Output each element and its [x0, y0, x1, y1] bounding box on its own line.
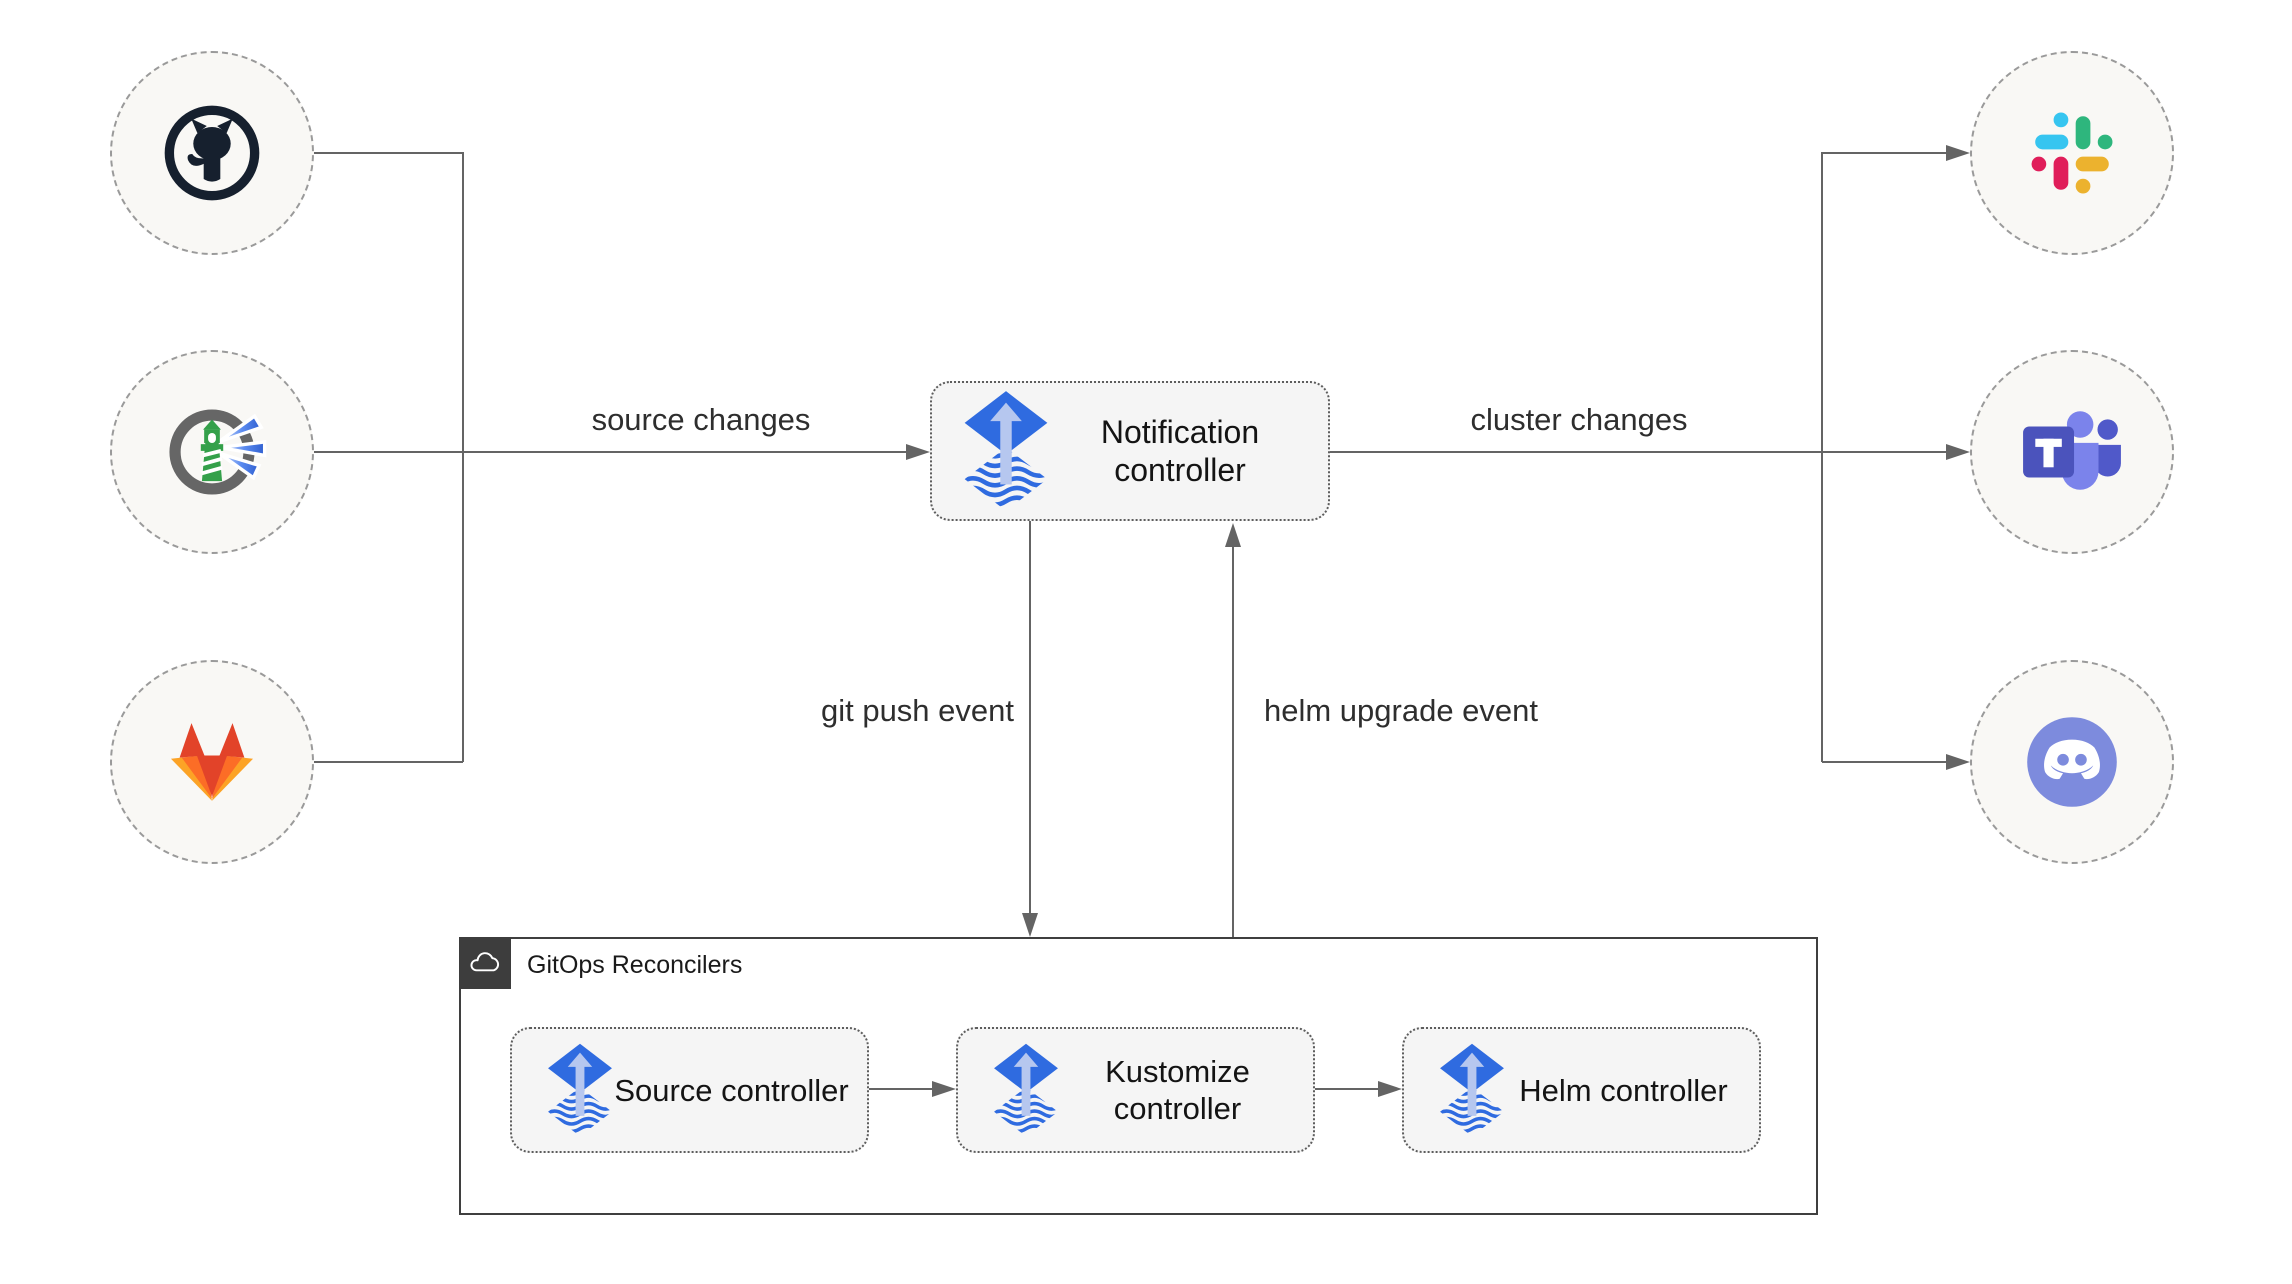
edge-source-to-kustomize — [869, 1088, 932, 1090]
helm-controller-label: Helm controller — [1519, 1072, 1728, 1108]
slack-icon — [2026, 107, 2118, 199]
edge-github-to-junction — [314, 152, 463, 154]
arrowhead-into-kustomize — [932, 1081, 956, 1097]
edge-notification-to-junction — [1330, 451, 1822, 453]
discord-node — [1970, 660, 2174, 864]
gitlab-node — [110, 660, 314, 864]
edge-sources-to-notification — [314, 451, 906, 453]
arrowhead-into-slack — [1946, 145, 1970, 161]
edge-to-teams — [1822, 451, 1946, 453]
flux-icon — [962, 391, 1050, 511]
notification-controller-label: Notification controller — [1100, 414, 1260, 488]
kustomize-controller-box: Kustomize controller — [956, 1027, 1315, 1153]
github-node — [110, 51, 314, 255]
helm-controller-box: Helm controller — [1402, 1027, 1761, 1153]
edge-helm-upgrade — [1232, 547, 1234, 937]
kustomize-controller-label: Kustomize controller — [1105, 1054, 1250, 1126]
flux-icon — [546, 1043, 614, 1137]
flux-icon — [1438, 1043, 1506, 1137]
discord-icon — [2016, 706, 2128, 818]
arrowhead-into-discord — [1946, 754, 1970, 770]
gitops-container-title: GitOps Reconcilers — [527, 951, 743, 979]
edge-left-junction — [462, 152, 464, 762]
source-controller-label: Source controller — [614, 1072, 849, 1108]
edge-gitlab-to-junction — [314, 761, 463, 763]
harbor-icon — [156, 396, 268, 508]
github-icon — [160, 101, 264, 205]
edge-to-slack — [1822, 152, 1946, 154]
teams-icon — [2019, 406, 2125, 498]
edge-git-push — [1029, 521, 1031, 913]
edge-right-junction — [1821, 152, 1823, 762]
slack-node — [1970, 51, 2174, 255]
edge-to-discord — [1822, 761, 1946, 763]
arrowhead-into-helm — [1378, 1081, 1402, 1097]
edge-kustomize-to-helm — [1315, 1088, 1378, 1090]
arrowhead-helm-upgrade-up — [1225, 523, 1241, 547]
harbor-node — [110, 350, 314, 554]
notification-controller-box: Notification controller — [930, 381, 1330, 521]
arrowhead-into-notification — [906, 444, 930, 460]
edge-label-helm-upgrade-event: helm upgrade event — [1264, 693, 1539, 728]
cloud-icon — [467, 949, 503, 977]
edge-label-source-changes: source changes — [545, 402, 857, 438]
gitops-badge — [459, 937, 511, 989]
edge-label-git-push-event: git push event — [708, 693, 1020, 729]
teams-node — [1970, 350, 2174, 554]
gitlab-icon — [158, 708, 266, 816]
arrowhead-git-push-down — [1022, 913, 1038, 937]
flux-icon — [992, 1043, 1060, 1137]
source-controller-box: Source controller — [510, 1027, 869, 1153]
arrowhead-into-teams — [1946, 444, 1970, 460]
edge-label-cluster-changes: cluster changes — [1423, 402, 1735, 438]
